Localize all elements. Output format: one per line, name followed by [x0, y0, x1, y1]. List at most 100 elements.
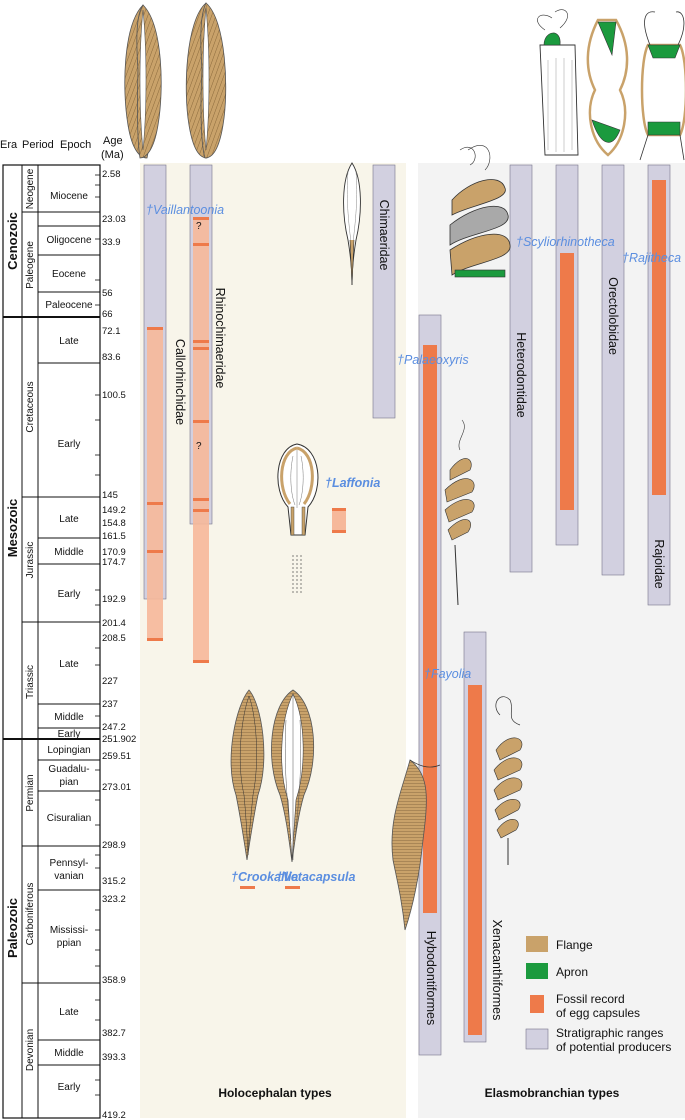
- age-label: 227: [102, 676, 118, 687]
- age-label: 72.1: [102, 326, 121, 337]
- header-ma: (Ma): [101, 149, 124, 161]
- age-label: 237: [102, 699, 118, 710]
- epoch-middle-jurassic: Middle: [54, 547, 84, 558]
- age-label: 273.01: [102, 782, 131, 793]
- label-heterodontidae: Heterodontidae: [514, 332, 528, 418]
- age-label: 2.58: [102, 169, 121, 180]
- legend: Flange Apron Fossil record of egg capsul…: [525, 936, 671, 1054]
- footer-elasmobranchian: Elasmobranchian types: [485, 1086, 620, 1100]
- elasmobranchian-panel: [418, 163, 685, 1118]
- age-label: 259.51: [102, 751, 131, 762]
- heterodontid-spiral-illustration: [449, 145, 511, 278]
- vetacapsula-capsule-illustration: [271, 689, 315, 863]
- epoch-middle-devonian: Middle: [54, 1048, 84, 1059]
- genus-palaeoxyris: †Palaeoxyris: [397, 353, 469, 367]
- laffonia-capsule-illustration: [277, 443, 319, 595]
- age-label: 247.2: [102, 722, 126, 733]
- legend-strat-line2: of potential producers: [556, 1040, 671, 1054]
- label-callorhinchidae: Callorhinchidae: [173, 339, 187, 425]
- fossil-range-callorhinchidae: [147, 328, 163, 640]
- epoch-late-cretaceous: Late: [59, 336, 79, 347]
- label-xenacanthiformes: Xenacanthiformes: [490, 920, 504, 1021]
- age-label: 33.9: [102, 237, 121, 248]
- genus-scyliorhinotheca: †Scyliorhinotheca: [516, 235, 615, 249]
- age-label: 315.2: [102, 876, 126, 887]
- age-label: 154.8: [102, 518, 126, 529]
- genus-laffonia: †Laffonia: [325, 476, 380, 490]
- range-heterodontidae: [509, 164, 533, 573]
- age-label: 298.9: [102, 840, 126, 851]
- fossil-range-rhinochimaeridae: [193, 218, 209, 663]
- callorhinchus-capsule-illustration: [124, 2, 227, 159]
- epoch-early-triassic: Early: [58, 729, 81, 740]
- fossil-hybodontiformes: [423, 345, 437, 913]
- age-label: 251.902: [102, 734, 136, 745]
- fossil-scyliorhinotheca: [560, 253, 574, 510]
- epoch-late-triassic: Late: [59, 659, 79, 670]
- epoch-guadalupian-2: pian: [60, 777, 79, 788]
- age-label: 382.7: [102, 1028, 126, 1039]
- period-cretaceous: Cretaceous: [25, 381, 36, 432]
- epoch-mississippian-1: Mississi-: [50, 925, 88, 936]
- legend-apron: Apron: [556, 965, 588, 979]
- age-ticks: [95, 174, 100, 1096]
- genus-rajitheca: †Rajitheca: [622, 251, 681, 265]
- fossil-range-laffonia: [332, 508, 346, 533]
- age-label: 161.5: [102, 531, 126, 542]
- rajid-capsule-illustration: [639, 11, 685, 161]
- label-rhinochimaeridae: Rhinochimaeridae: [213, 288, 227, 389]
- header-era: Era: [0, 139, 18, 151]
- epoch-oligocene: Oligocene: [46, 235, 91, 246]
- age-label: 145: [102, 490, 118, 501]
- epoch-early-jurassic: Early: [58, 589, 81, 600]
- period-paleogene: Paleogene: [25, 241, 36, 289]
- era-paleozoic: Paleozoic: [5, 898, 20, 958]
- question-mark-upper: ?: [196, 221, 202, 232]
- genus-crookallia: †Crookallia: [231, 870, 298, 884]
- age-label: 83.6: [102, 352, 121, 363]
- header-period: Period: [22, 139, 54, 151]
- epoch-guadalupian-1: Guadalu-: [48, 764, 89, 775]
- age-label: 149.2: [102, 505, 126, 516]
- palaeoxyris-spiral-illustration: [444, 419, 475, 606]
- timescale: [2, 164, 101, 1119]
- age-label: 192.9: [102, 594, 126, 605]
- genus-vetacapsula: †Vetacapsula: [276, 870, 355, 884]
- age-label: 419.2: [102, 1110, 126, 1120]
- fossil-rajitheca: [652, 180, 666, 495]
- question-mark-lower: ?: [196, 441, 202, 452]
- legend-swatch-range: [525, 1028, 549, 1050]
- epoch-paleocene: Paleocene: [45, 300, 93, 311]
- epoch-miocene: Miocene: [50, 191, 88, 202]
- legend-strat-line1: Stratigraphic ranges: [556, 1026, 663, 1040]
- age-label: 358.9: [102, 975, 126, 986]
- legend-swatch-fossil: [530, 995, 544, 1013]
- legend-flange: Flange: [556, 938, 593, 952]
- age-label: 174.7: [102, 557, 126, 568]
- age-label: 323.2: [102, 894, 126, 905]
- range-orectolobidae: [601, 164, 625, 576]
- epoch-mississippian-2: ppian: [57, 938, 81, 949]
- epoch-middle-triassic: Middle: [54, 712, 84, 723]
- age-label: 23.03: [102, 214, 126, 225]
- age-label: 56: [102, 288, 113, 299]
- orectolobid-capsule-illustration: [586, 18, 629, 157]
- age-label: 66: [102, 309, 113, 320]
- range-chimaeridae: [372, 164, 396, 419]
- epoch-late-jurassic: Late: [59, 514, 79, 525]
- legend-swatch-apron: [526, 963, 548, 979]
- legend-swatch-flange: [526, 936, 548, 952]
- fossil-xenacanthiformes: [468, 685, 482, 1035]
- period-neogene: Neogene: [25, 168, 36, 209]
- fayolia-spiral-illustration: [493, 696, 523, 865]
- legend-fossil-line1: Fossil record: [556, 992, 625, 1006]
- era-cenozoic: Cenozoic: [5, 212, 20, 270]
- genus-vaillantoonia: †Vaillantoonia: [146, 203, 224, 217]
- period-devonian: Devonian: [25, 1029, 36, 1071]
- period-permian: Permian: [25, 774, 36, 811]
- crookallia-capsule-illustration: [230, 689, 265, 861]
- scyliorhinid-capsule-illustration: [537, 9, 579, 156]
- label-rajoidae: Rajoidae: [652, 539, 666, 588]
- epoch-early-cretaceous: Early: [58, 439, 81, 450]
